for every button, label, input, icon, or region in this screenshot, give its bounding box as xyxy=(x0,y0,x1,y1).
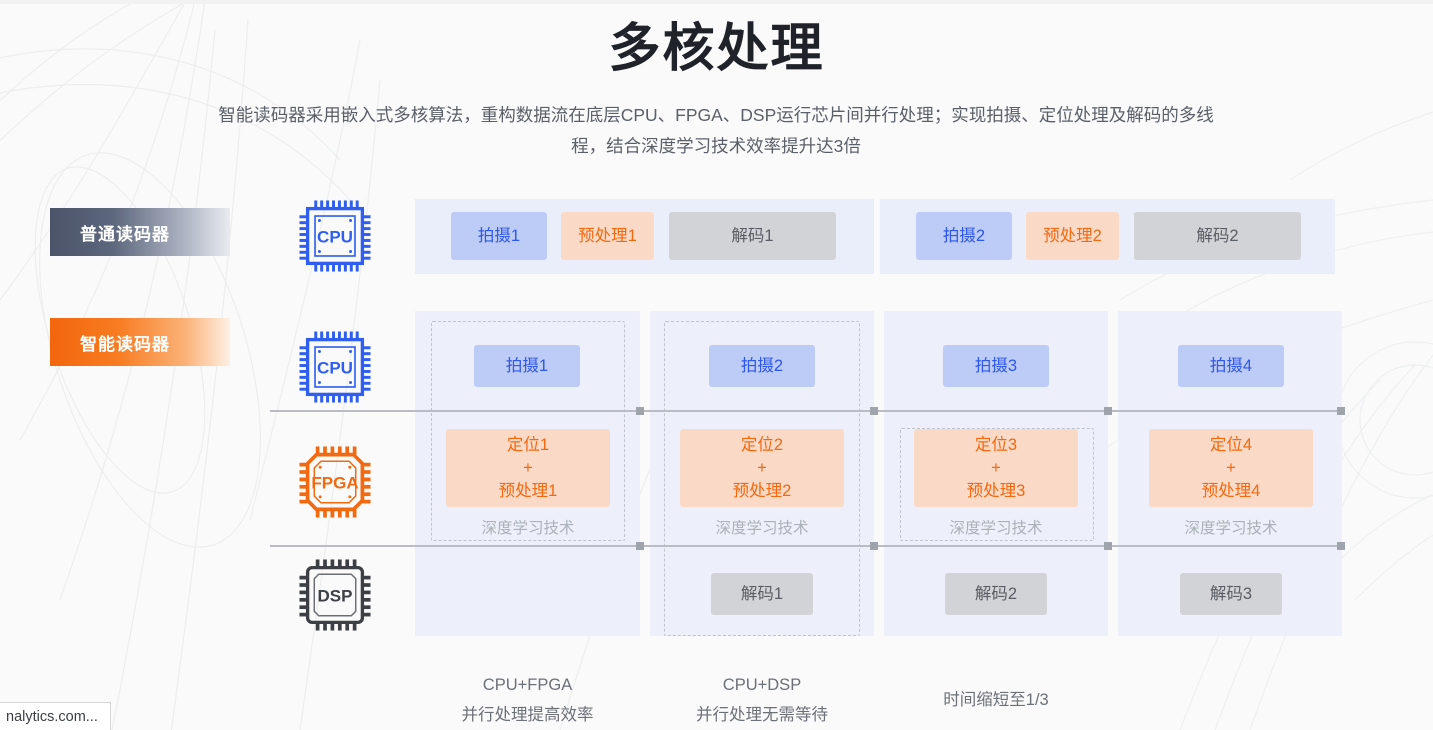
sync-marker-2b xyxy=(870,542,878,550)
row-label-smart-reader: 智能读码器 xyxy=(50,318,230,366)
page-title: 多核处理 xyxy=(608,20,825,78)
row-label-smart-reader-text: 智能读码器 xyxy=(80,334,170,354)
smart-block-fpga-1[interactable]: 定位1 + 预处理1 xyxy=(446,429,610,507)
browser-status-bar: nalytics.com... xyxy=(0,702,111,730)
normal-block-decode-2[interactable]: 解码2 xyxy=(1134,212,1301,260)
svg-text:DSP: DSP xyxy=(318,587,353,606)
sync-marker-2a xyxy=(636,542,644,550)
smart-block-dsp-2[interactable]: 解码1 xyxy=(711,573,813,615)
bottom-caption-2: CPU+DSP 并行处理无需等待 xyxy=(696,676,828,724)
sync-marker-1b xyxy=(870,407,878,415)
dsp-chip-icon: DSP xyxy=(296,558,374,632)
smart-block-fpga-2[interactable]: 定位2 + 预处理2 xyxy=(680,429,844,507)
normal-block-decode-1[interactable]: 解码1 xyxy=(669,212,836,260)
smart-block-cpu-2[interactable]: 拍摄2 xyxy=(709,345,815,387)
svg-text:CPU: CPU xyxy=(317,228,353,247)
fpga-chip-icon: FPGA xyxy=(296,445,374,519)
sync-marker-2c xyxy=(1104,542,1112,550)
bottom-caption-1: CPU+FPGA 并行处理提高效率 xyxy=(461,676,594,724)
normal-block-capture-1[interactable]: 拍摄1 xyxy=(451,212,547,260)
window-top-strip xyxy=(0,0,1433,4)
normal-block-capture-2[interactable]: 拍摄2 xyxy=(916,212,1012,260)
row-label-normal-reader: 普通读码器 xyxy=(50,208,230,256)
smart-block-fpga-4[interactable]: 定位4 + 预处理4 xyxy=(1149,429,1313,507)
bottom-caption-3: 时间缩短至1/3 xyxy=(943,691,1049,709)
multicore-diagram: 普通读码器 智能读码器 xyxy=(0,185,1433,730)
smart-block-cpu-3[interactable]: 拍摄3 xyxy=(943,345,1049,387)
smart-block-fpga-3[interactable]: 定位3 + 预处理3 xyxy=(914,429,1078,507)
sync-marker-2d xyxy=(1337,542,1345,550)
sync-line-cpu-fpga xyxy=(270,410,1342,412)
page-subtitle: 智能读码器采用嵌入式多核算法，重构数据流在底层CPU、FPGA、DSP运行芯片间… xyxy=(218,105,1214,156)
smart-block-cpu-1[interactable]: 拍摄1 xyxy=(474,345,580,387)
cpu-chip-icon-normal: CPU xyxy=(296,199,374,273)
sync-line-fpga-dsp xyxy=(270,545,1342,547)
normal-block-prep-2[interactable]: 预处理2 xyxy=(1026,212,1119,260)
svg-text:CPU: CPU xyxy=(317,359,353,378)
deep-learning-caption-2: 深度学习技术 xyxy=(715,520,809,537)
cpu-chip-icon-smart: CPU xyxy=(296,330,374,404)
deep-learning-caption-1: 深度学习技术 xyxy=(481,520,575,537)
row-label-normal-reader-text: 普通读码器 xyxy=(80,224,170,244)
sync-marker-1c xyxy=(1104,407,1112,415)
deep-learning-caption-3: 深度学习技术 xyxy=(949,520,1043,537)
browser-status-text: nalytics.com... xyxy=(6,708,98,725)
sync-marker-1a xyxy=(636,407,644,415)
sync-marker-1d xyxy=(1337,407,1345,415)
smart-block-dsp-4[interactable]: 解码3 xyxy=(1180,573,1282,615)
smart-block-dsp-3[interactable]: 解码2 xyxy=(945,573,1047,615)
deep-learning-caption-4: 深度学习技术 xyxy=(1184,520,1278,537)
svg-text:FPGA: FPGA xyxy=(311,474,358,493)
normal-block-prep-1[interactable]: 预处理1 xyxy=(561,212,654,260)
smart-block-cpu-4[interactable]: 拍摄4 xyxy=(1178,345,1284,387)
